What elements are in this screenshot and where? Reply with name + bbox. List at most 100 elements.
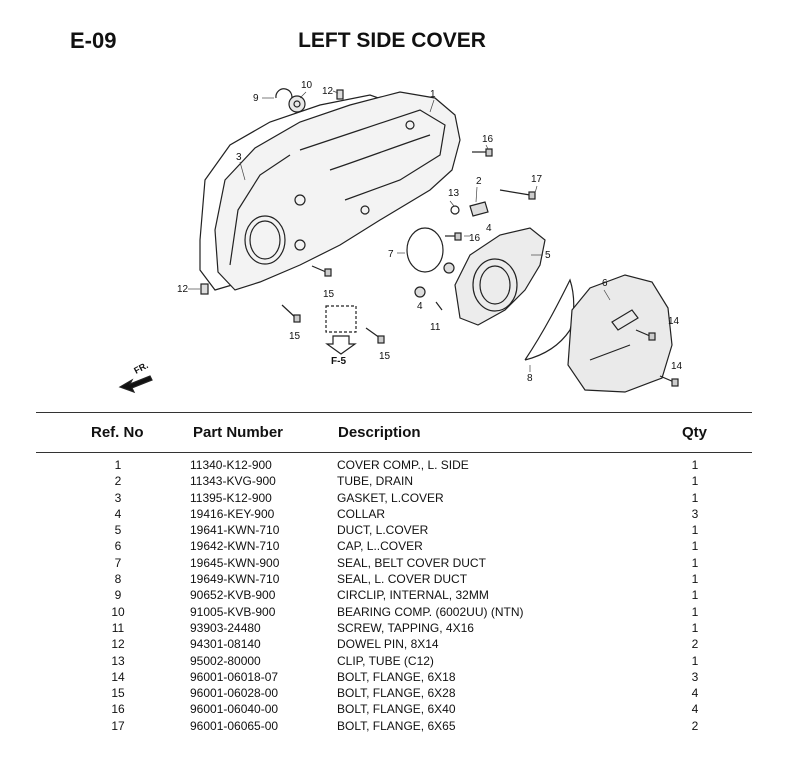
qty-cell: 1 <box>691 588 699 603</box>
qty-cell: 2 <box>691 637 699 652</box>
description-cell: DUCT, L.COVER <box>337 523 429 538</box>
qty-cell: 1 <box>691 653 699 668</box>
page-title: LEFT SIDE COVER <box>298 29 486 52</box>
callout-2: 2 <box>476 176 482 187</box>
ref-cell: 7 <box>114 555 122 570</box>
table-row: 9 90652-KVB-900 CIRCLIP, INTERNAL, 32MM 1 <box>0 587 800 603</box>
description-cell: BOLT, FLANGE, 6X65 <box>337 718 456 733</box>
exploded-parts-diagram: 1 2 3 4 4 5 6 7 8 9 10 11 12 12 13 14 14… <box>0 60 800 405</box>
description-cell: CIRCLIP, INTERNAL, 32MM <box>337 588 489 603</box>
part-number-cell: 94301-08140 <box>190 637 261 652</box>
ref-cell: 6 <box>114 539 122 554</box>
callout-5: 5 <box>545 250 551 261</box>
qty-cell: 1 <box>691 604 699 619</box>
header-ref-no: Ref. No <box>91 424 144 441</box>
part-number-cell: 96001-06028-00 <box>190 686 279 701</box>
callout-16b: 16 <box>469 233 481 244</box>
part-number-cell: 91005-KVB-900 <box>190 604 276 619</box>
qty-cell: 1 <box>691 458 699 472</box>
ref-cell: 14 <box>111 669 125 684</box>
part-number-cell: 11340-K12-900 <box>190 458 272 472</box>
description-cell: GASKET, L.COVER <box>337 490 444 505</box>
part-number-cell: 95002-80000 <box>190 653 261 668</box>
cover-body <box>214 91 461 291</box>
ref-cell: 8 <box>114 572 122 587</box>
description-cell: COLLAR <box>337 506 386 521</box>
part-number-cell: 19642-KWN-710 <box>190 539 280 554</box>
description-cell: SEAL, L. COVER DUCT <box>337 572 468 587</box>
seal-ring <box>406 227 444 273</box>
description-cell: BOLT, FLANGE, 6X18 <box>337 669 456 684</box>
part-number-cell: 19649-KWN-710 <box>190 572 280 587</box>
part-number-cell: 11343-KVG-900 <box>190 474 276 489</box>
qty-cell: 1 <box>691 539 699 554</box>
callout-15b: 15 <box>323 289 335 300</box>
duct-seal-wire <box>524 278 575 361</box>
diagram-code: E-09 <box>70 28 117 53</box>
part-number-cell: 11395-K12-900 <box>190 490 272 505</box>
callout-1: 1 <box>430 89 436 100</box>
ref-cell: 10 <box>111 604 125 619</box>
part-number-cell: 96001-06065-00 <box>190 718 279 733</box>
callout-4b: 4 <box>417 301 423 312</box>
callout-10: 10 <box>301 80 313 91</box>
callout-12b: 12 <box>177 284 189 295</box>
cap-part <box>567 274 673 393</box>
callout-9: 9 <box>253 93 259 104</box>
description-cell: CLIP, TUBE (C12) <box>337 653 434 668</box>
part-number-cell: 96001-06040-00 <box>190 702 279 717</box>
description-cell: SCREW, TAPPING, 4X16 <box>337 620 474 635</box>
table-row: 13 95002-80000 CLIP, TUBE (C12) 1 <box>0 653 800 669</box>
callout-15a: 15 <box>289 331 301 342</box>
callout-6: 6 <box>602 278 608 289</box>
description-cell: DOWEL PIN, 8X14 <box>337 637 439 652</box>
header-part-number: Part Number <box>193 424 284 441</box>
table-row: 15 96001-06028-00 BOLT, FLANGE, 6X28 4 <box>0 685 800 701</box>
table-top-rule <box>36 412 752 413</box>
header-qty: Qty <box>682 424 708 441</box>
description-cell: SEAL, BELT COVER DUCT <box>337 555 486 570</box>
part-number-cell: 90652-KVB-900 <box>190 588 276 603</box>
callout-11: 11 <box>430 322 441 333</box>
callout-8: 8 <box>527 373 533 384</box>
part-number-cell: 93903-24480 <box>190 620 261 635</box>
ref-cell: 15 <box>111 686 125 701</box>
description-cell: COVER COMP., L. SIDE <box>337 458 469 472</box>
part-number-cell: 19416-KEY-900 <box>190 506 275 521</box>
table-row: 3 11395-K12-900 GASKET, L.COVER 1 <box>0 490 800 506</box>
ref-cell: 2 <box>114 474 122 489</box>
qty-cell: 1 <box>691 490 699 505</box>
qty-cell: 1 <box>691 620 699 635</box>
qty-cell: 4 <box>691 686 699 701</box>
qty-cell: 1 <box>691 572 699 587</box>
callout-12a: 12 <box>322 86 334 97</box>
ref-cell: 16 <box>111 702 125 717</box>
front-direction-label: FR. <box>132 360 149 376</box>
reference-f5-label: F-5 <box>331 356 346 367</box>
qty-cell: 1 <box>691 523 699 538</box>
table-header-rule <box>36 452 752 453</box>
description-cell: BOLT, FLANGE, 6X28 <box>337 686 456 701</box>
ref-cell: 5 <box>114 523 122 538</box>
callout-14a: 14 <box>668 316 680 327</box>
ref-cell: 17 <box>111 718 125 733</box>
ref-cell: 13 <box>111 653 125 668</box>
ref-cell: 9 <box>114 588 122 603</box>
front-direction-arrow <box>118 375 153 394</box>
ref-cell: 3 <box>114 490 122 505</box>
qty-cell: 1 <box>691 555 699 570</box>
description-cell: BOLT, FLANGE, 6X40 <box>337 702 456 717</box>
table-row: 8 19649-KWN-710 SEAL, L. COVER DUCT 1 <box>0 571 800 587</box>
ref-cell: 12 <box>111 637 125 652</box>
table-row: 12 94301-08140 DOWEL PIN, 8X14 2 <box>0 636 800 652</box>
